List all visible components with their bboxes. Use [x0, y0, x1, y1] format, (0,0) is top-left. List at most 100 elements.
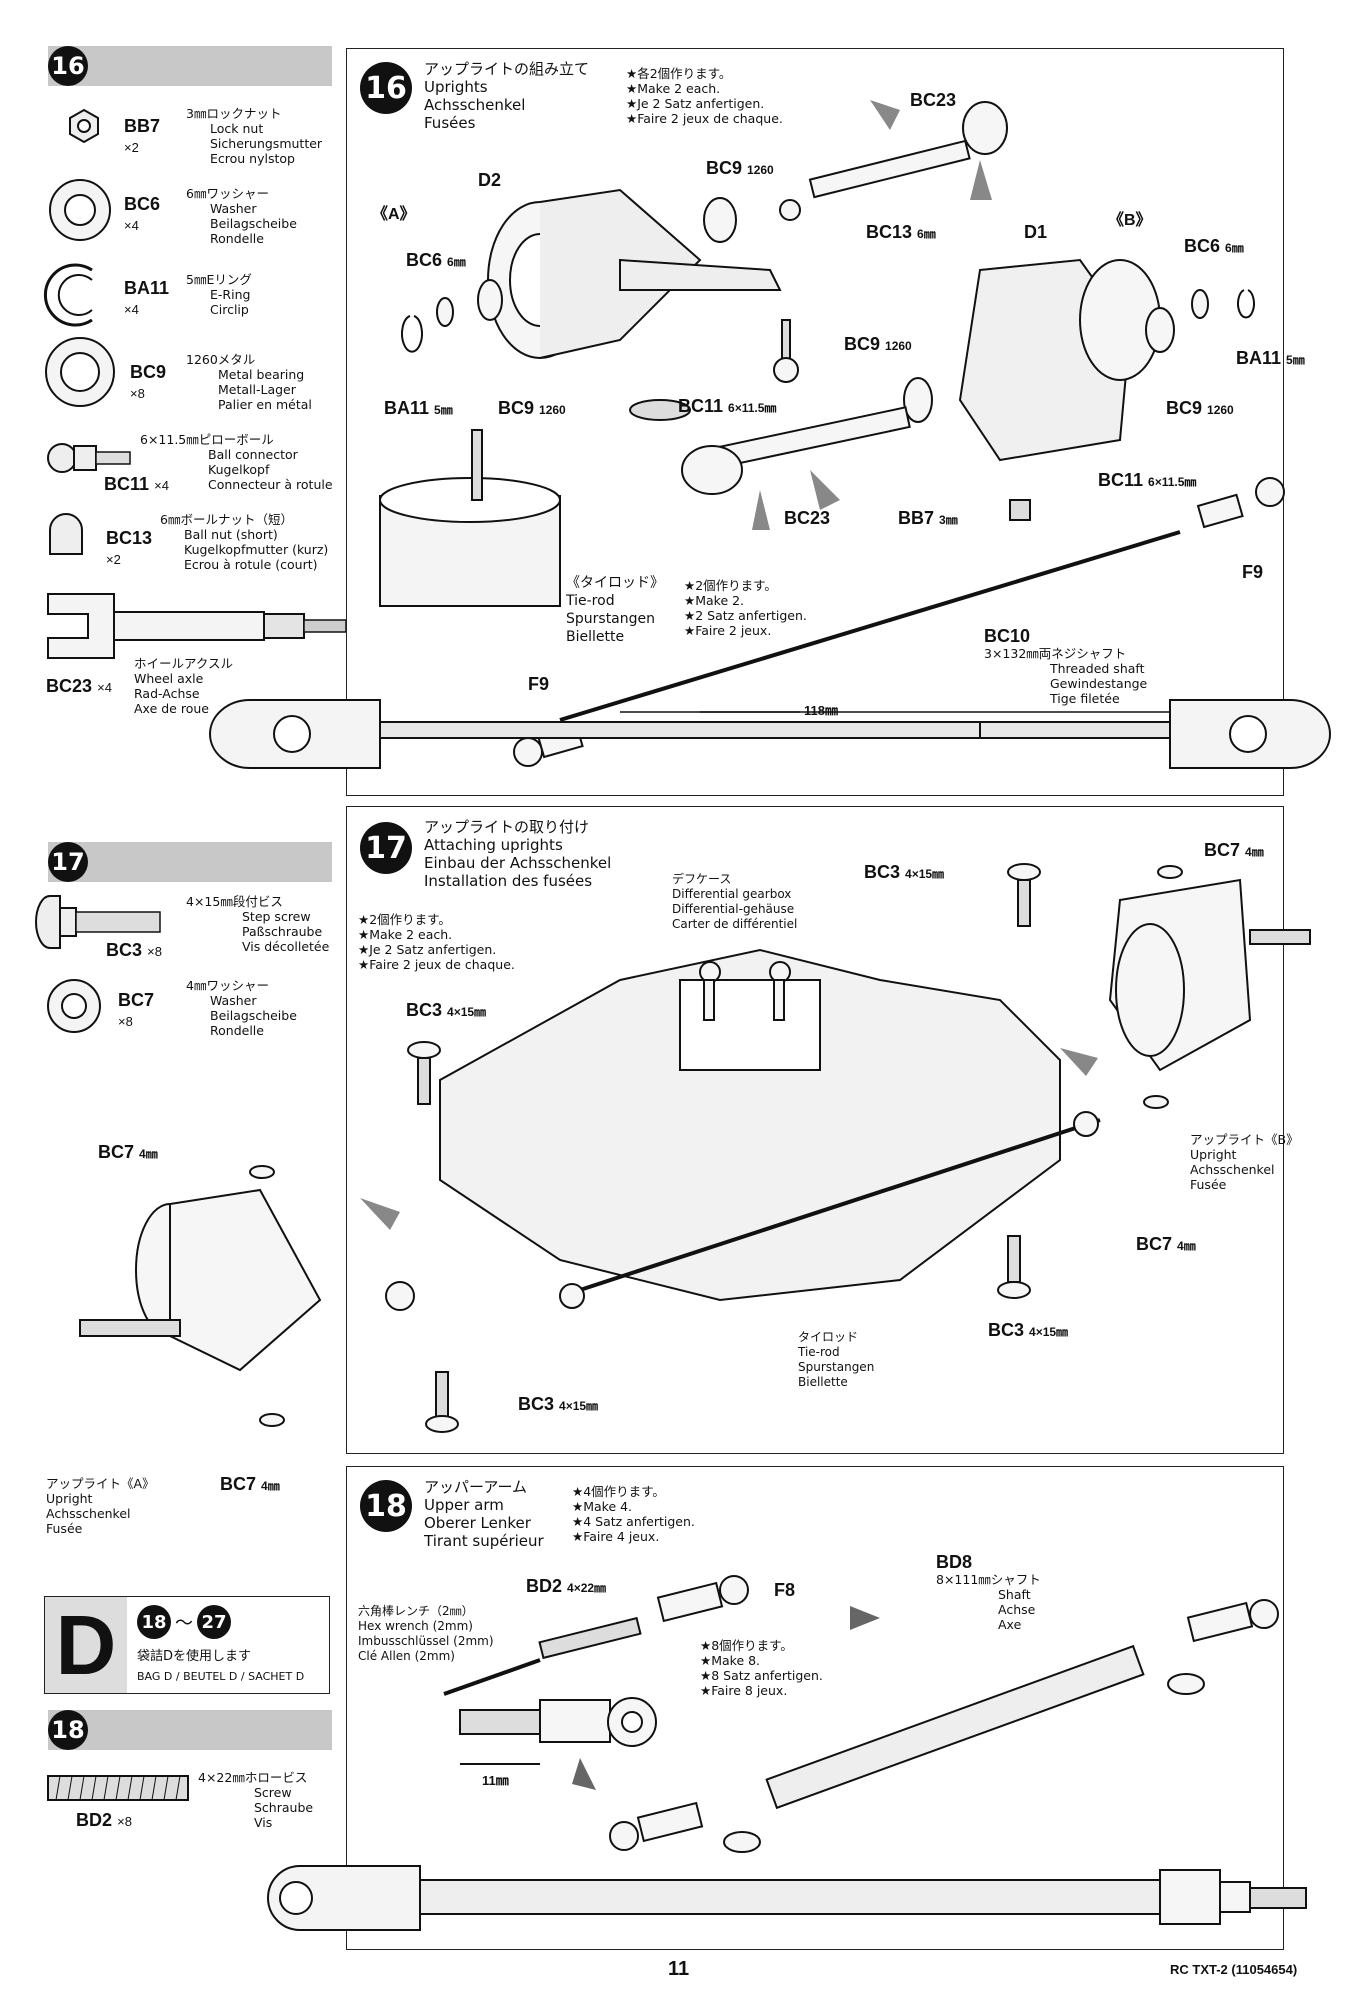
- size: 4×15㎜: [905, 867, 945, 881]
- bag-d-range: 18 〜 27: [137, 1605, 231, 1639]
- desc-en: Wheel axle: [134, 671, 204, 686]
- desc-de: Paßschraube: [242, 924, 323, 939]
- code: BA11: [1236, 348, 1282, 368]
- desc-fr: Axe de roue: [134, 701, 209, 716]
- label-A: 《A》: [372, 206, 416, 223]
- desc-de: Gewindestange: [1050, 676, 1148, 691]
- label-BC11-right: BC11 6×11.5㎜: [1098, 470, 1196, 491]
- part-code: BC3: [106, 940, 143, 960]
- desc-en: E-Ring: [210, 287, 251, 302]
- upright-de: Achsschenkel: [1190, 1162, 1275, 1177]
- desc-jp: 6㎜ボールナット（短）: [160, 512, 293, 527]
- label-B: 《B》: [1108, 212, 1152, 229]
- desc-jp: 4×15㎜段付ビス: [186, 894, 283, 909]
- diff-de: Differential-gehäuse: [672, 902, 795, 916]
- part-bc7: BC7 ×8: [118, 990, 154, 1030]
- label-D1: D1: [1024, 222, 1048, 242]
- part-bc3: BC3 ×8: [106, 940, 162, 961]
- desc-fr: Axe: [998, 1617, 1022, 1632]
- desc-fr: Ecrou à rotule (court): [184, 557, 318, 572]
- note-fr: ★Faire 2 jeux.: [684, 623, 772, 638]
- part-qty: ×4: [154, 478, 169, 493]
- dim-118: 118㎜: [804, 703, 838, 718]
- desc-jp: 3×132㎜両ネジシャフト: [984, 646, 1127, 661]
- step17-notes: ★2個作ります。 ★Make 2 each. ★Je 2 Satz anfert…: [358, 912, 515, 972]
- desc-en: Ball nut (short): [184, 527, 278, 542]
- desc-en: Washer: [210, 201, 257, 216]
- size: 4×22㎜: [567, 1581, 607, 1595]
- desc-jp: 3㎜ロックナット: [186, 106, 282, 121]
- desc-en: Step screw: [242, 909, 311, 924]
- step17-parts-header: [48, 842, 332, 882]
- desc-fr: Ecrou nylstop: [210, 151, 295, 166]
- desc-fr: Palier en métal: [218, 397, 312, 412]
- code: BB7: [898, 508, 935, 528]
- part-bd2-desc: 4×22㎜ホロービス Screw Schraube Vis: [198, 1770, 313, 1830]
- step16-frame: [346, 48, 1284, 796]
- label-BC11-left: BC11 6×11.5㎜: [678, 396, 776, 417]
- label-BC7-left: BC7 4㎜: [98, 1142, 158, 1163]
- size: 1260: [885, 339, 912, 353]
- note-jp: ★8個作ります。: [700, 1638, 793, 1653]
- label-BA11-left: BA11 5㎜: [384, 398, 453, 419]
- title-jp: アップライトの取り付け: [424, 818, 590, 836]
- title-fr: Tirant supérieur: [424, 1532, 544, 1550]
- title-de: Spurstangen: [566, 611, 656, 627]
- size: 1260: [1207, 403, 1234, 417]
- part-code: BC23: [46, 676, 93, 696]
- label-BC13: BC13 6㎜: [866, 222, 936, 243]
- part-bc7-desc: 4㎜ワッシャー Washer Beilagscheibe Rondelle: [186, 978, 297, 1038]
- note-en: ★Make 2 each.: [626, 81, 721, 96]
- tierod-fr: Biellette: [798, 1375, 848, 1389]
- part-bc11: BC11 ×4: [104, 474, 169, 495]
- part-bc9: BC9 ×8: [130, 362, 166, 402]
- size: 6×11.5㎜: [728, 401, 777, 415]
- step16-parts-header: [48, 46, 332, 86]
- desc-de: Rad-Achse: [134, 686, 200, 701]
- desc-en: Washer: [210, 993, 257, 1008]
- desc-en: Screw: [254, 1785, 292, 1800]
- label-BC9-upper: BC9 1260: [706, 158, 774, 179]
- code: BC3: [988, 1320, 1025, 1340]
- diff-en: Differential gearbox: [672, 887, 792, 901]
- label-F9-right: F9: [1242, 562, 1264, 582]
- size: 5㎜: [434, 403, 453, 417]
- part-code: BC7: [118, 990, 155, 1010]
- label-F9-left: F9: [528, 674, 550, 694]
- desc-jp: 6㎜ワッシャー: [186, 186, 269, 201]
- desc-en: Ball connector: [208, 447, 298, 462]
- desc-jp: 1260メタル: [186, 352, 256, 367]
- code: BC3: [864, 862, 901, 882]
- step18-big-badge: 18: [360, 1480, 412, 1532]
- title-en: Attaching uprights: [424, 836, 563, 854]
- part-qty: ×8: [147, 944, 162, 959]
- title-jp: 《タイロッド》: [566, 575, 664, 591]
- label-BC7-topright: BC7 4㎜: [1204, 840, 1264, 861]
- label-BC6-right: BC6 6㎜: [1184, 236, 1244, 257]
- bag-d-box: D 18 〜 27 袋詰Dを使用します BAG D / BEUTEL D / S…: [44, 1596, 330, 1694]
- desc-jp: 4×22㎜ホロービス: [198, 1770, 308, 1785]
- code: BC7: [1204, 840, 1241, 860]
- tierod-de: Spurstangen: [798, 1360, 875, 1374]
- code: BC9: [706, 158, 743, 178]
- label-BC3-bottom: BC3 4×15㎜: [518, 1394, 598, 1415]
- note-de: ★2 Satz anfertigen.: [684, 608, 807, 623]
- label-BD8: BD8: [936, 1552, 973, 1572]
- code: BC7: [220, 1474, 257, 1494]
- size: 5㎜: [1286, 353, 1305, 367]
- label-BA11-right: BA11 5㎜: [1236, 348, 1305, 369]
- code: BC9: [844, 334, 881, 354]
- title-de: Oberer Lenker: [424, 1514, 531, 1532]
- title-fr: Biellette: [566, 629, 625, 645]
- note-de: ★4 Satz anfertigen.: [572, 1514, 695, 1529]
- label-BC3-right: BC3 4×15㎜: [988, 1320, 1068, 1341]
- tierod-title: 《タイロッド》 Tie-rod Spurstangen Biellette: [566, 574, 664, 646]
- step18-frame: [346, 1466, 1284, 1950]
- desc-jp: ホイールアクスル: [134, 656, 234, 671]
- code: BC6: [406, 250, 443, 270]
- desc-de: Kugelkopfmutter (kurz): [184, 542, 329, 557]
- page-number: 11: [668, 1958, 690, 1980]
- title-jp: アップライトの組み立て: [424, 60, 590, 78]
- part-ba11: BA11 ×4: [124, 278, 169, 318]
- size: 4㎜: [261, 1479, 280, 1493]
